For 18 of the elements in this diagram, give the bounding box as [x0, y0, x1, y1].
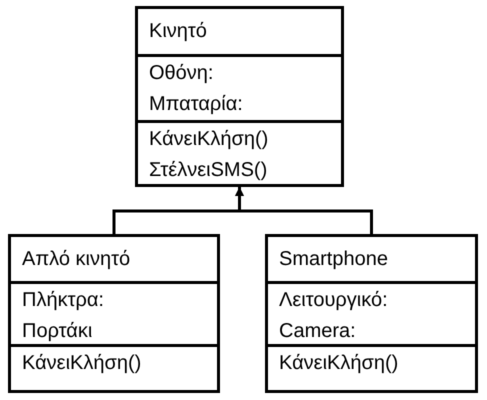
method-text: ΚάνειΚλήση() — [22, 351, 142, 376]
class-box — [135, 6, 344, 187]
method-text: ΚάνειΚλήση() — [279, 351, 398, 376]
inheritance-arrow — [235, 187, 373, 234]
class-box — [265, 234, 478, 393]
method-text: ΚάνειΚλήση() — [149, 127, 268, 152]
attribute-compartment — [11, 281, 217, 344]
class-name: Απλό κινητό — [22, 246, 130, 272]
attribute-text: Μπαταρία: — [149, 92, 243, 117]
method-text: ΣτέλνειSMS() — [149, 158, 268, 183]
class-name: Smartphone — [279, 246, 388, 272]
attribute-text: Camera: — [279, 319, 356, 344]
attribute-text: Λειτουργικό: — [279, 288, 388, 313]
class-box — [8, 234, 220, 393]
class-name: Κινητό — [149, 19, 207, 44]
attribute-text: Πλήκτρα: — [22, 288, 104, 313]
attribute-text: Οθόνη: — [149, 61, 214, 86]
attribute-text: Πορτάκι — [22, 319, 92, 344]
